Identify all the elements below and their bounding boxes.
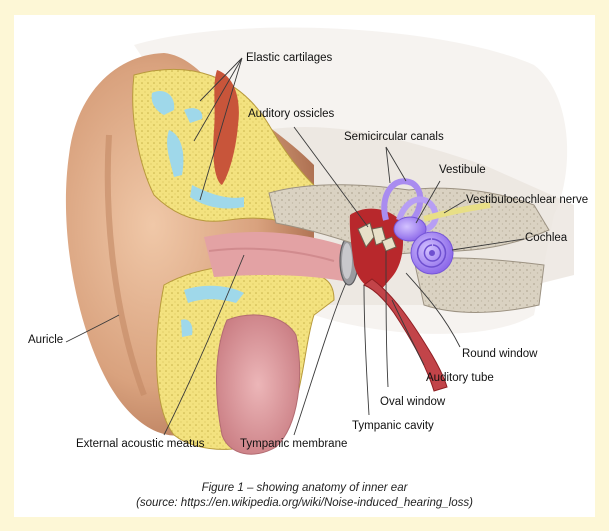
figure-panel: Elastic cartilages Auditory ossicles Sem…: [14, 15, 595, 517]
caption-source: (source: https://en.wikipedia.org/wiki/N…: [14, 496, 595, 511]
label-external-acoustic-meatus: External acoustic meatus: [76, 437, 204, 451]
label-semicircular-canals: Semicircular canals: [344, 130, 444, 144]
label-round-window: Round window: [462, 347, 537, 361]
label-elastic-cartilages: Elastic cartilages: [246, 51, 332, 65]
ear-anatomy-illustration: [14, 15, 595, 475]
label-tympanic-cavity: Tympanic cavity: [352, 419, 434, 433]
label-vestibule: Vestibule: [439, 163, 486, 177]
label-auditory-tube: Auditory tube: [426, 371, 494, 385]
label-auditory-ossicles: Auditory ossicles: [248, 107, 334, 121]
caption-title: Figure 1 – showing anatomy of inner ear: [14, 481, 595, 496]
label-oval-window: Oval window: [380, 395, 445, 409]
figure-caption: Figure 1 – showing anatomy of inner ear …: [14, 481, 595, 511]
label-auricle: Auricle: [28, 333, 63, 347]
label-tympanic-membrane: Tympanic membrane: [240, 437, 347, 451]
label-cochlea: Cochlea: [525, 231, 567, 245]
label-vestibulocochlear-nerve: Vestibulocochlear nerve: [466, 193, 588, 207]
